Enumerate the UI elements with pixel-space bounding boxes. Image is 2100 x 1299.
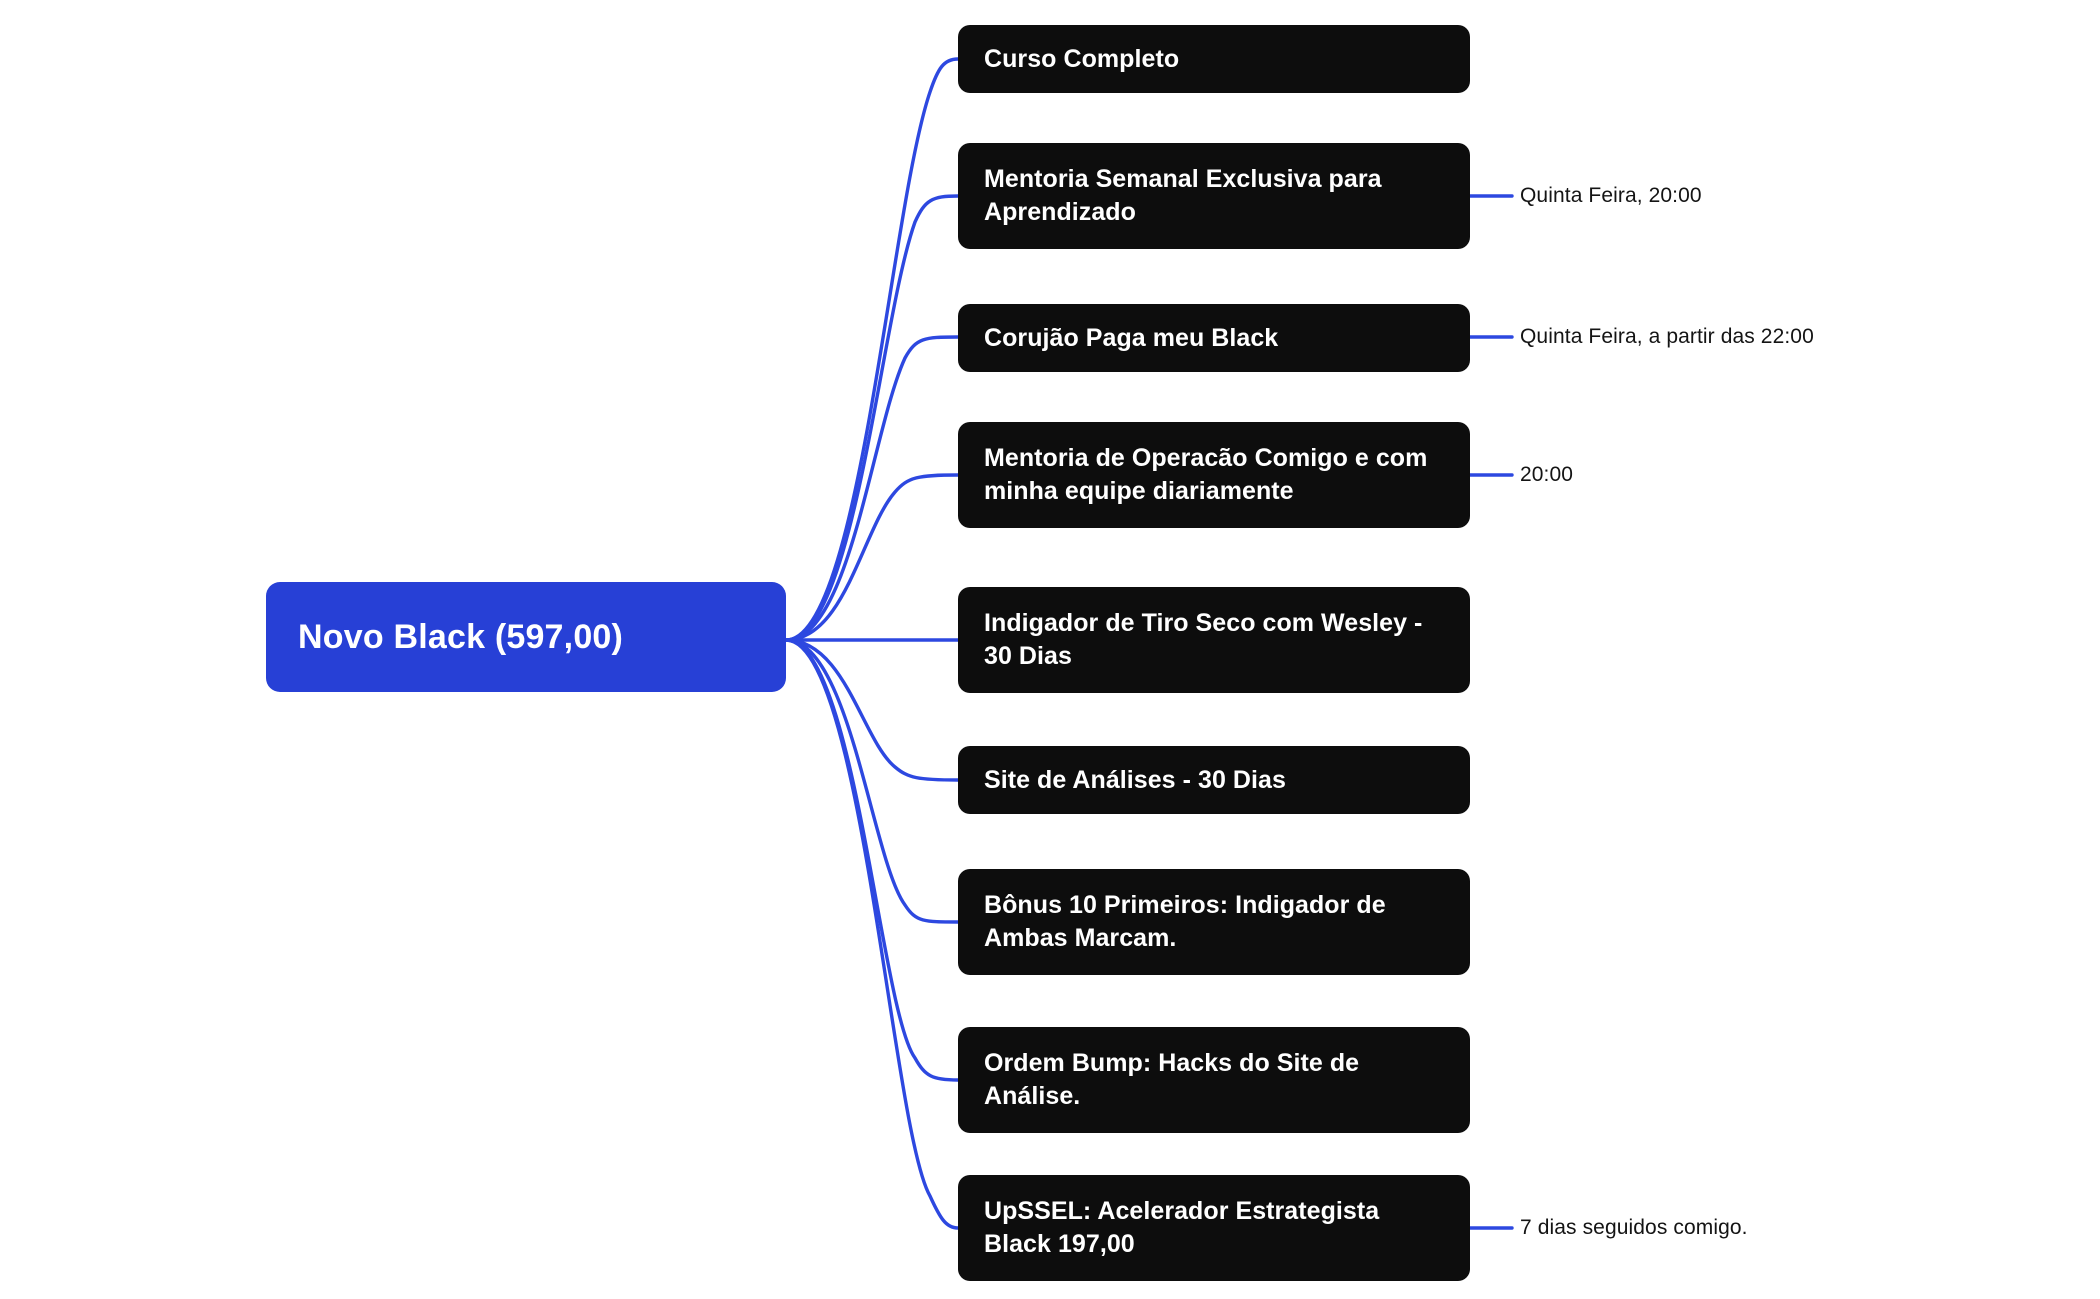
root-node-label: Novo Black (597,00) xyxy=(298,617,624,656)
side-note-text: 20:00 xyxy=(1520,463,1574,486)
edge-root-to-branch-4 xyxy=(784,473,960,642)
edge-root-to-branch-3 xyxy=(784,335,960,642)
branch-node-label: Corujão Paga meu Black xyxy=(984,323,1279,352)
branch-node-indigador-tiro-seco[interactable]: Indigador de Tiro Seco com Wesley - 30 D… xyxy=(958,587,1470,693)
branch-node-upssel[interactable]: UpSSEL: Acelerador Estrategista Black 19… xyxy=(958,1175,1470,1281)
side-note-text: 7 dias seguidos comigo. xyxy=(1520,1216,1748,1239)
edge-root-to-branch-7 xyxy=(784,638,960,924)
branch-node-label: Mentoria de Operacão Comigo e com minha … xyxy=(984,444,1428,505)
edge-root-to-branch-2 xyxy=(784,194,960,642)
edge-root-to-branch-9 xyxy=(784,638,960,1230)
side-note-mentoria-semanal: Quinta Feira, 20:00 xyxy=(1520,184,1702,208)
branch-node-ordem-bump[interactable]: Ordem Bump: Hacks do Site de Análise. xyxy=(958,1027,1470,1133)
root-node[interactable]: Novo Black (597,00) xyxy=(266,582,786,692)
branch-node-mentoria-operacao[interactable]: Mentoria de Operacão Comigo e com minha … xyxy=(958,422,1470,528)
branch-node-label: Site de Análises - 30 Dias xyxy=(984,765,1286,794)
branch-node-bonus-10-primeiros[interactable]: Bônus 10 Primeiros: Indigador de Ambas M… xyxy=(958,869,1470,975)
side-note-upssel: 7 dias seguidos comigo. xyxy=(1520,1216,1748,1240)
branch-node-label: Indigador de Tiro Seco com Wesley - 30 D… xyxy=(984,609,1423,670)
side-note-text: Quinta Feira, a partir das 22:00 xyxy=(1520,325,1814,348)
branch-node-label: Ordem Bump: Hacks do Site de Análise. xyxy=(984,1049,1360,1110)
edge-root-to-branch-6 xyxy=(784,638,960,782)
side-note-corujao: Quinta Feira, a partir das 22:00 xyxy=(1520,325,1814,349)
branch-node-label: UpSSEL: Acelerador Estrategista Black 19… xyxy=(984,1197,1380,1258)
side-note-mentoria-operacao: 20:00 xyxy=(1520,463,1573,487)
branch-node-mentoria-semanal[interactable]: Mentoria Semanal Exclusiva para Aprendiz… xyxy=(958,143,1470,249)
branch-node-label: Curso Completo xyxy=(984,44,1180,73)
edge-root-to-branch-8 xyxy=(784,638,960,1082)
branch-node-site-analises[interactable]: Site de Análises - 30 Dias xyxy=(958,746,1470,814)
side-note-text: Quinta Feira, 20:00 xyxy=(1520,184,1702,207)
branch-node-label: Bônus 10 Primeiros: Indigador de Ambas M… xyxy=(984,891,1386,952)
edge-root-to-branch-1 xyxy=(784,57,960,642)
branch-node-curso-completo[interactable]: Curso Completo xyxy=(958,25,1470,93)
branch-node-label: Mentoria Semanal Exclusiva para Aprendiz… xyxy=(984,165,1382,226)
branch-node-corujao[interactable]: Corujão Paga meu Black xyxy=(958,304,1470,372)
